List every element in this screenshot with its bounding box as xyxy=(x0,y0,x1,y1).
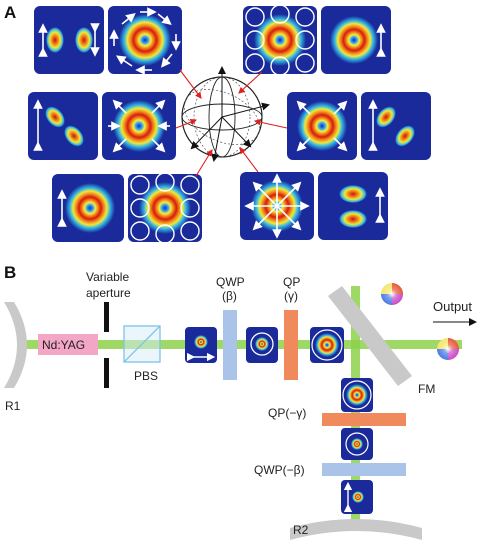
mode-tile-circular-vortex-bottom xyxy=(128,172,202,244)
mode-tile-radial-cross xyxy=(240,172,314,240)
beam-tile-horizontal xyxy=(185,327,217,363)
mirror-r2 xyxy=(290,519,422,540)
mirror-r1-label: R1 xyxy=(5,399,21,413)
panel-a-label: A xyxy=(4,3,16,22)
qp-bottom xyxy=(322,413,406,426)
qp-top-label: QP xyxy=(283,275,300,289)
beam-tile-circular-down xyxy=(341,428,373,460)
qwp-top-label: QWP xyxy=(216,275,245,289)
fold-mirror xyxy=(328,286,412,386)
beam-tile-vortex xyxy=(310,327,344,363)
mode-tile-lg-donut-top xyxy=(321,6,391,74)
mode-tile-diag-lobes-left xyxy=(28,92,98,160)
pbs-label: PBS xyxy=(134,369,158,383)
beam-tile-circular xyxy=(246,327,278,363)
qwp-top xyxy=(223,310,237,380)
aperture-label-line2: aperture xyxy=(86,286,131,300)
main-beam xyxy=(22,340,462,349)
pointer-lines xyxy=(175,69,288,177)
beam-tile-vertical-down xyxy=(341,480,373,514)
aperture-top-blade xyxy=(104,302,109,332)
qwp-bottom xyxy=(322,463,406,476)
output-label: Output xyxy=(433,299,472,314)
gain-medium-label: Nd:YAG xyxy=(42,338,85,352)
qwp-bottom-label: QWP(−β) xyxy=(254,463,305,477)
mode-tile-tem10 xyxy=(318,172,388,240)
mode-tile-tem01 xyxy=(34,6,104,74)
output-swirl-right xyxy=(437,338,459,360)
fold-mirror-label: FM xyxy=(418,382,435,396)
qp-bottom-label: QP(−γ) xyxy=(268,406,306,420)
output-swirl-top xyxy=(381,283,403,305)
mode-tile-diag-lobes-right xyxy=(361,92,431,160)
mode-tile-lg-donut-bottom xyxy=(52,174,124,242)
qwp-top-param: (β) xyxy=(222,289,237,303)
mirror-r2-label: R2 xyxy=(293,523,309,537)
mirror-r1 xyxy=(4,302,27,388)
qp-top-param: (γ) xyxy=(284,289,298,303)
gain-medium xyxy=(38,334,98,355)
mode-tile-azimuthal xyxy=(108,6,182,75)
aperture-bottom-blade xyxy=(104,358,109,388)
poincare-sphere xyxy=(181,66,270,162)
mode-tile-radial-right xyxy=(287,92,357,160)
qp-top xyxy=(284,310,298,380)
aperture-label-line1: Variable xyxy=(86,270,129,284)
beam-tile-vortex-down xyxy=(341,378,373,412)
panel-b-label: B xyxy=(4,263,16,282)
mode-tile-circular-vortex-top xyxy=(243,4,317,76)
mode-tile-radial-left xyxy=(102,92,176,160)
pbs-cube xyxy=(123,325,161,363)
